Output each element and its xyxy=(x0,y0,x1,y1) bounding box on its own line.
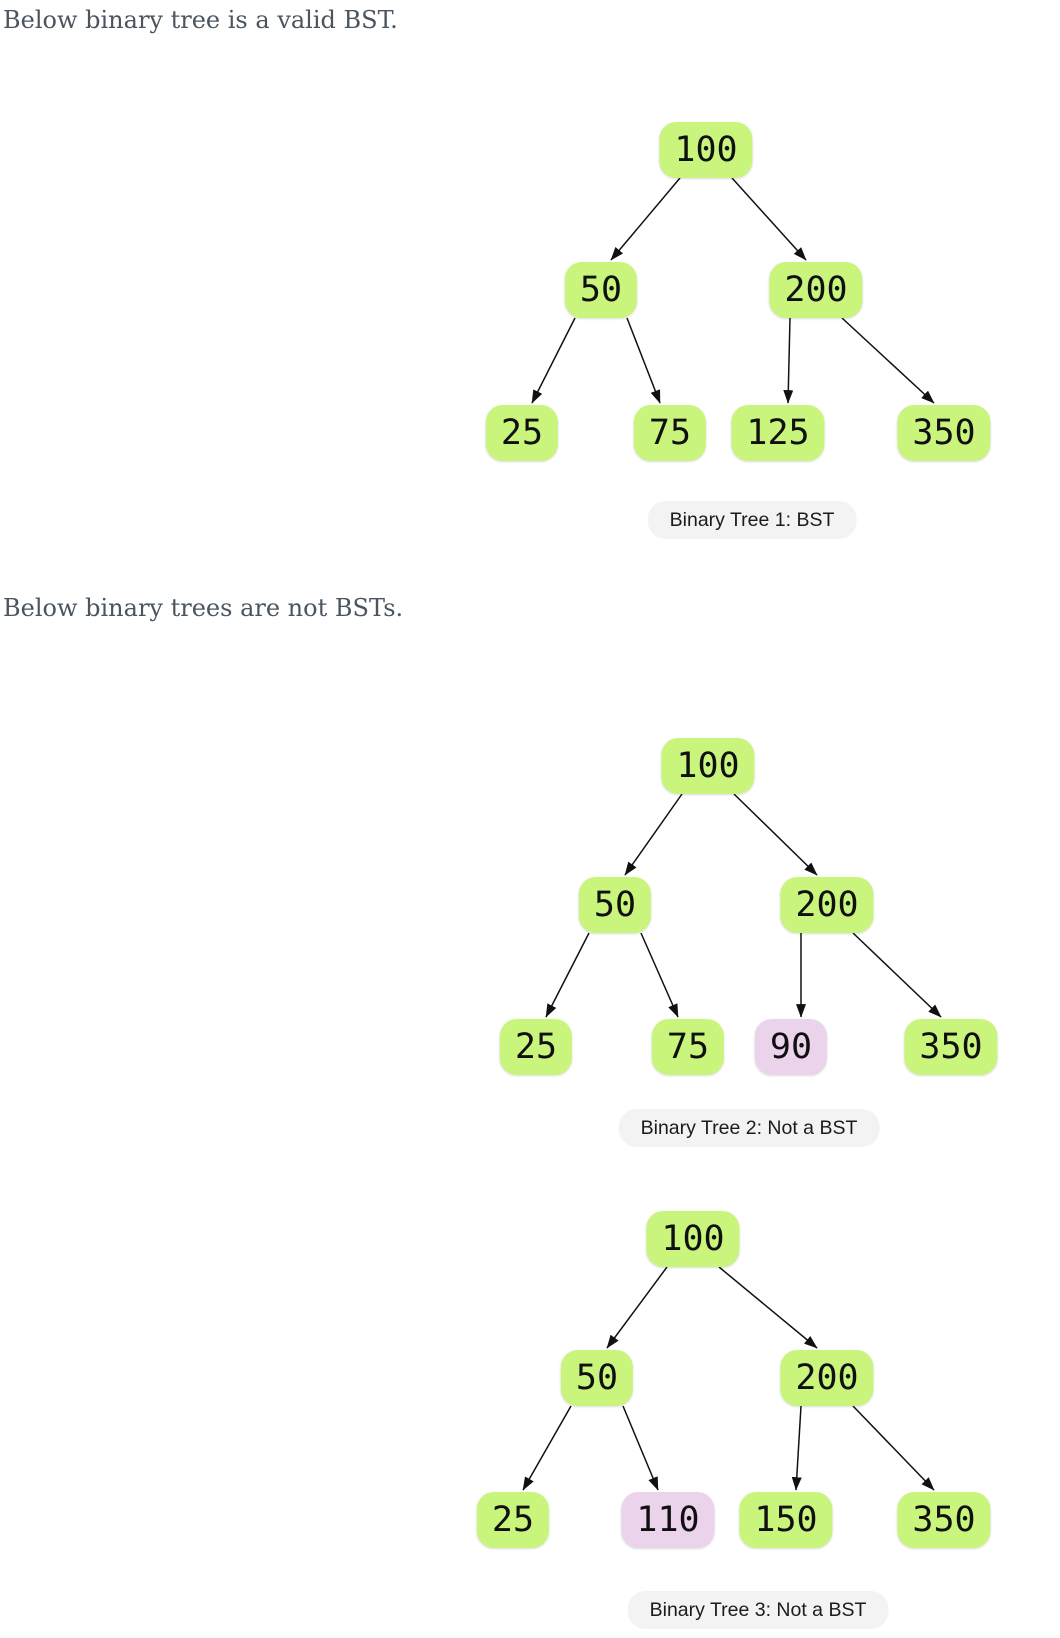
intro-text-not-bst: Below binary trees are not BSTs. xyxy=(3,594,404,622)
tree1-edge-100-to-50 xyxy=(610,177,681,261)
tree2-node-200: 200 xyxy=(780,877,874,933)
tree3-node-150: 150 xyxy=(739,1492,833,1548)
tree1-edge-100-to-200 xyxy=(731,177,807,261)
tree1-node-350: 350 xyxy=(897,405,991,461)
tree1-edge-50-to-75 xyxy=(626,317,661,404)
tree3-edge-50-to-110 xyxy=(622,1405,659,1491)
tree1-edge-200-to-350 xyxy=(841,317,935,404)
intro-text-valid-bst: Below binary tree is a valid BST. xyxy=(3,6,398,34)
tree1-node-75: 75 xyxy=(633,405,707,461)
tree1-node-125: 125 xyxy=(731,405,825,461)
tree3-node-25: 25 xyxy=(476,1492,550,1548)
tree3-node-350: 350 xyxy=(897,1492,991,1548)
tree2-node-350: 350 xyxy=(904,1019,998,1075)
tree3-edge-200-to-150 xyxy=(791,1405,802,1491)
tree3-edge-100-to-200 xyxy=(718,1266,818,1349)
tree2-node-100: 100 xyxy=(661,738,755,794)
tree2-node-25: 25 xyxy=(499,1019,573,1075)
tree3-edge-100-to-50 xyxy=(606,1266,668,1349)
tree2-node-90: 90 xyxy=(754,1019,828,1075)
tree3-edge-50-to-25 xyxy=(522,1405,572,1491)
tree3-caption: Binary Tree 3: Not a BST xyxy=(627,1591,889,1629)
tree2-edge-50-to-75 xyxy=(640,932,679,1018)
tree1-node-50: 50 xyxy=(564,262,638,318)
tree2-edge-100-to-200 xyxy=(733,793,818,876)
tree1-node-100: 100 xyxy=(659,122,753,178)
tree1-node-25: 25 xyxy=(485,405,559,461)
tree1-caption: Binary Tree 1: BST xyxy=(647,501,857,539)
tree1-edge-50-to-25 xyxy=(531,317,576,404)
tree2-edge-50-to-25 xyxy=(545,932,590,1018)
tree3-node-100: 100 xyxy=(646,1211,740,1267)
tree2-node-75: 75 xyxy=(651,1019,725,1075)
tree3-node-200: 200 xyxy=(780,1350,874,1406)
tree2-node-50: 50 xyxy=(578,877,652,933)
tree2-caption: Binary Tree 2: Not a BST xyxy=(618,1109,880,1147)
tree1-node-200: 200 xyxy=(769,262,863,318)
tree3-node-110: 110 xyxy=(621,1492,715,1548)
tree2-edge-100-to-50 xyxy=(624,793,683,876)
tree3-node-50: 50 xyxy=(560,1350,634,1406)
tree1-edge-200-to-125 xyxy=(783,317,794,404)
tree2-edge-200-to-350 xyxy=(852,932,942,1018)
tree3-edge-200-to-350 xyxy=(852,1405,935,1491)
